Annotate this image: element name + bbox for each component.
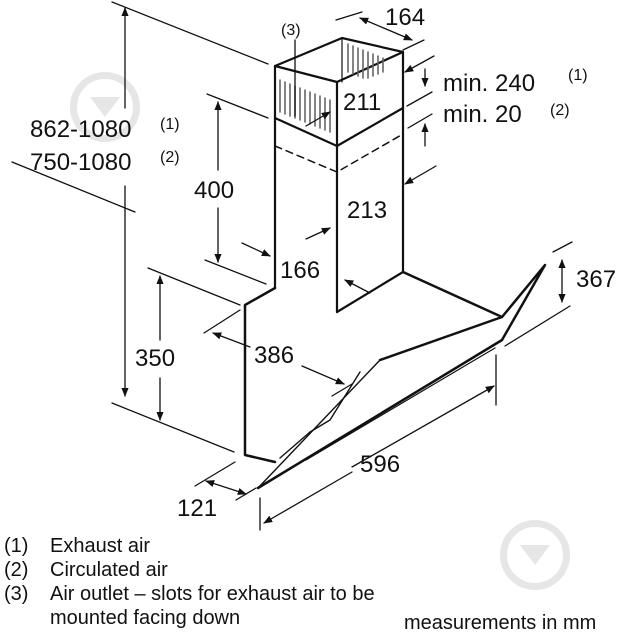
glass-height-label: 367 [576,266,616,293]
hood-width-label: 596 [360,451,400,478]
legend-key: (2) [4,559,29,581]
footnote-legend: (1) Exhaust air (2) Circulated air (3) A… [4,534,380,630]
front-offset-label: 121 [177,495,217,522]
air-outlet-callout: (3) [281,22,301,39]
watermark-triangle-icon [90,97,120,117]
legend-item-exhaust: (1) Exhaust air [4,534,380,558]
note-2-superscript: (2) [160,149,180,166]
min-circulated-label: min. 20 [443,101,522,128]
overall-height-circulated-label: 750-1080 [30,149,131,176]
watermark-triangle-icon [520,545,550,565]
legend-text: Exhaust air [50,535,151,557]
note-1-superscript: (1) [160,116,180,133]
body-height-label: 350 [135,345,175,372]
legend-item-circulated: (2) Circulated air [4,558,380,582]
legend-text: Air outlet – slots for exhaust air to be… [50,583,375,629]
legend-item-air-outlet: (3) Air outlet – slots for exhaust air t… [4,582,380,630]
glass-panel [256,263,547,490]
watermark-logo-left [70,72,140,142]
hood-body [243,270,504,464]
chimney-width-label: 164 [385,4,425,31]
dimension-lines [11,1,573,531]
legend-key: (3) [4,583,29,605]
watermark-logo-right [500,520,570,590]
chimney-lower-depth-label: 213 [347,197,387,224]
dimension-labels: 862-1080 (1) 750-1080 (2) (3) 164 211 mi… [30,4,616,522]
legend-key: (1) [4,535,29,557]
chimney-height-label: 400 [194,177,234,204]
min-circulated-note: (2) [550,102,570,119]
chimney-top-section [273,36,405,148]
chimney-depth-label: 211 [343,89,381,116]
units-note: measurements in mm [404,612,597,634]
telescopic-overlap-dashed [274,133,404,173]
overall-height-exhaust-label: 862-1080 [30,116,131,143]
legend-text: Circulated air [50,559,168,581]
chimney-lower-width-label: 166 [280,257,320,284]
body-depth-label: 386 [254,342,294,369]
min-exhaust-label: min. 240 [443,70,535,97]
min-exhaust-note: (1) [568,67,588,84]
